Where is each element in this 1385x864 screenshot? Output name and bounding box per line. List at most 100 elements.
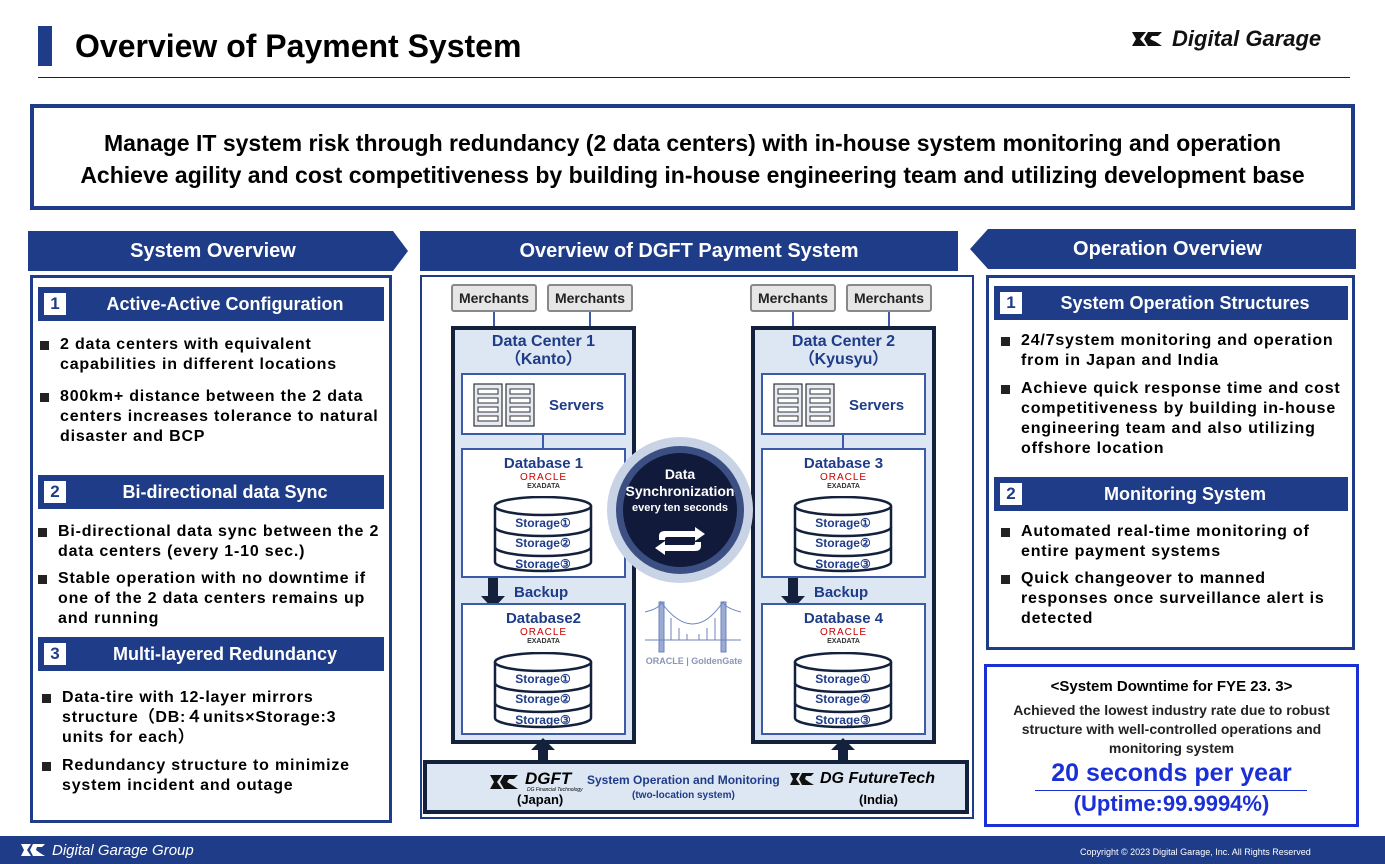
section-number: 1 <box>1000 292 1022 314</box>
header-divider <box>38 77 1350 78</box>
operation-overview-heading: Operation Overview <box>1073 237 1262 260</box>
backup-arrow-icon <box>481 578 505 609</box>
exadata-label: EXADATA <box>827 638 860 645</box>
storage-label: Storage③ <box>815 557 871 571</box>
section-title: Active-Active Configuration <box>106 293 344 314</box>
dgft-system-heading: Overview of DGFT Payment System <box>420 231 958 271</box>
backup-label: Backup <box>514 584 569 601</box>
dc2-location: （Kyusyu） <box>798 351 889 368</box>
system-overview-panel <box>30 275 392 823</box>
goldengate-bridge-icon <box>645 600 741 653</box>
section-number: 2 <box>1000 483 1022 505</box>
storage-label: Storage② <box>815 692 871 706</box>
connector-line <box>589 312 591 328</box>
downtime-value: 20 seconds per year <box>1051 759 1292 787</box>
section-title: Monitoring System <box>1103 483 1266 504</box>
servers-label: Servers <box>849 397 905 414</box>
bullet-item: Bi-directional data sync between the 2 d… <box>38 522 388 562</box>
page-title: Overview of Payment System <box>75 28 522 64</box>
up-arrow-icon <box>531 738 555 762</box>
connector-line <box>493 312 495 328</box>
sync-label: Data Synchronization every ten seconds <box>625 466 735 514</box>
mission-line-2: Achieve agility and cost competitiveness… <box>80 162 1305 188</box>
storage-label: Storage② <box>515 692 571 706</box>
section-number: 2 <box>44 481 66 503</box>
connector-line <box>542 435 544 449</box>
dg-logo-icon <box>21 844 45 856</box>
storage-label: Storage③ <box>515 557 571 571</box>
bullet-item: Data-tire with 12-layer mirrors structur… <box>42 688 377 748</box>
ops-sublabel: (two-location system) <box>632 790 735 801</box>
storage-cylinder-icon <box>493 652 593 729</box>
futuretech-name: DG FutureTech <box>820 770 935 787</box>
bullet-item: 2 data centers with equivalent capabilit… <box>40 335 380 375</box>
system-overview-heading: System Overview <box>130 239 296 262</box>
section-monitoring-system: 2 Monitoring System <box>994 477 1348 511</box>
section-number: 1 <box>44 293 66 315</box>
system-overview-heading-bg <box>28 231 408 271</box>
oracle-logo: ORACLE <box>519 627 568 638</box>
server-rack-icon <box>473 383 535 427</box>
storage-cylinder-icon <box>793 496 893 573</box>
up-arrow-icon <box>831 738 855 762</box>
storage-cylinder-icon <box>493 496 593 573</box>
downtime-box: <System Downtime for FYE 23. 3> Achieved… <box>984 664 1359 827</box>
dc2-title: Data Center 2 <box>791 333 896 350</box>
dgft-name: DGFT <box>525 769 572 788</box>
footer-bar: Digital Garage Group Copyright © 2023 Di… <box>0 836 1385 864</box>
bullet-item: 800km+ distance between the 2 data cente… <box>40 387 380 447</box>
connector-line <box>792 312 794 328</box>
storage-label: Storage① <box>815 672 871 686</box>
dg-logo-icon <box>790 773 814 785</box>
uptime-value: (Uptime:99.9994%) <box>1073 791 1270 816</box>
merchants-box: Merchants <box>451 284 537 312</box>
mission-line-1: Manage IT system risk through redundancy… <box>103 130 1282 156</box>
storage-label: Storage② <box>815 536 871 550</box>
storage-label: Storage① <box>815 516 871 530</box>
database-3-label: Database 3 <box>803 455 884 472</box>
operations-bar: DGFT DG Financial Technology (Japan) Sys… <box>423 760 969 814</box>
dgft-subtitle: DG Financial Technology <box>527 787 583 793</box>
section-title: System Operation Structures <box>1060 292 1310 313</box>
section-title: Multi-layered Redundancy <box>112 643 338 664</box>
exadata-label: EXADATA <box>827 483 860 490</box>
bullet-item: Quick changeover to manned responses onc… <box>1001 569 1341 629</box>
ops-label: System Operation and Monitoring <box>587 773 780 787</box>
bullet-item: Achieve quick response time and cost com… <box>1001 379 1341 459</box>
dg-logo-icon <box>490 775 518 789</box>
section-active-active: 1 Active-Active Configuration <box>38 287 384 321</box>
servers-label: Servers <box>549 397 605 414</box>
footer-copyright: Copyright © 2023 Digital Garage, Inc. Al… <box>1080 847 1311 857</box>
dgft-location: (Japan) <box>517 792 564 807</box>
section-number: 3 <box>44 643 66 665</box>
bullet-item: Automated real-time monitoring of entire… <box>1001 522 1341 562</box>
merchants-box: Merchants <box>750 284 836 312</box>
exadata-label: EXADATA <box>527 483 560 490</box>
merchants-box: Merchants <box>846 284 932 312</box>
downtime-description: Achieved the lowest industry rate due to… <box>1013 702 1330 756</box>
oracle-logo: ORACLE <box>819 627 868 638</box>
dg-logo-icon <box>1132 32 1162 46</box>
backup-arrow-icon <box>781 578 805 609</box>
merchants-box: Merchants <box>547 284 633 312</box>
oracle-logo: ORACLE <box>819 472 868 483</box>
logo-text: Digital Garage <box>1172 26 1322 51</box>
section-operation-structures: 1 System Operation Structures <box>994 286 1348 320</box>
sync-circle-graphic <box>607 437 753 583</box>
connector-line <box>842 435 844 449</box>
dc1-servers-box: Servers <box>461 373 626 435</box>
section-title: Bi-directional data Sync <box>122 481 328 502</box>
futuretech-location: (India) <box>859 792 898 807</box>
sync-arrows-icon <box>655 527 705 555</box>
footer-group-name: Digital Garage Group <box>52 842 194 859</box>
company-logo: Digital Garage <box>1130 26 1321 52</box>
storage-label: Storage② <box>515 536 571 550</box>
oracle-logo: ORACLE <box>519 472 568 483</box>
backup-label: Backup <box>814 584 869 601</box>
downtime-title: <System Downtime for FYE 23. 3> <box>1050 678 1293 695</box>
storage-label: Storage① <box>515 672 571 686</box>
bullet-item: Stable operation with no downtime if one… <box>38 569 383 629</box>
bullet-item: 24/7system monitoring and operation from… <box>1001 331 1341 371</box>
title-accent-bar <box>38 26 52 66</box>
storage-label: Storage③ <box>815 713 871 727</box>
